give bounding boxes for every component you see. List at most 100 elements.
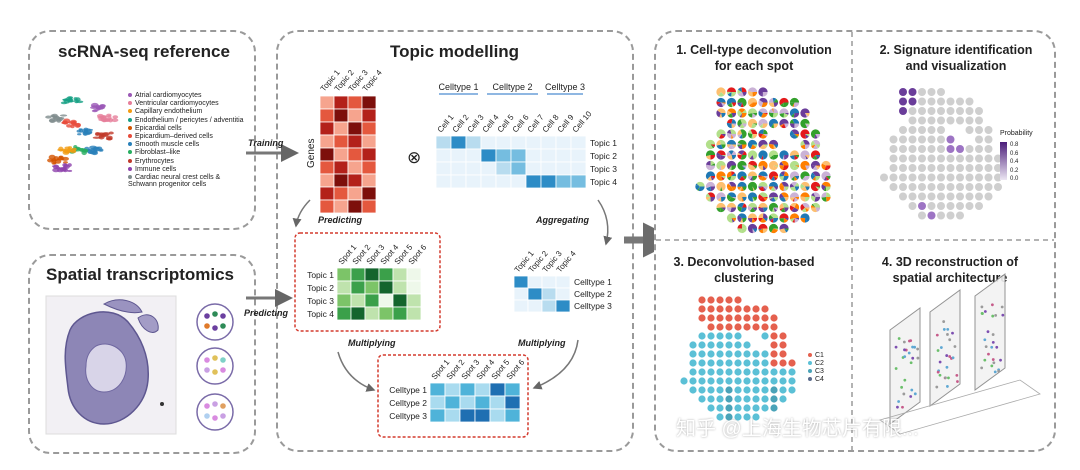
pie-slice: [759, 197, 766, 202]
pie-slice: [737, 144, 743, 150]
reconstruction-spot: [990, 303, 994, 307]
cluster-spot: [698, 368, 706, 376]
pie-slice: [789, 160, 800, 170]
pie-slice: [810, 140, 816, 146]
cluster-spot: [752, 377, 760, 385]
reconstruction-spot: [992, 361, 996, 365]
probability-spot: [975, 107, 983, 115]
probability-colorbar: [1000, 142, 1007, 180]
pie-slice: [761, 176, 767, 181]
pie-slice: [742, 176, 747, 180]
watermark: 知乎 @上海生物芯片有限...: [676, 418, 919, 440]
cluster-spot: [770, 395, 778, 403]
legend-label: Capillary endothelium: [135, 108, 203, 116]
pie-slice: [768, 108, 774, 113]
pie-slice: [726, 91, 732, 95]
probability-spot: [956, 154, 964, 163]
pie-slice: [719, 113, 723, 118]
pie-slice: [750, 129, 758, 134]
reconstruction-spot: [901, 405, 904, 409]
pie-slice: [721, 113, 726, 118]
cluster-spot: [743, 404, 751, 412]
pie-slice: [792, 197, 795, 202]
pie-slice: [731, 150, 737, 155]
cluster-spot: [698, 359, 706, 367]
pie-slice: [721, 186, 726, 191]
cluster-spot: [725, 395, 733, 403]
pie-slice: [758, 228, 763, 234]
pie-slice: [790, 218, 795, 223]
cluster-spot: [725, 413, 733, 421]
pie-slice: [737, 97, 747, 103]
legend-item: Epicardial cells: [128, 125, 182, 132]
cluster-spot: [770, 368, 778, 376]
cluster-spot: [752, 404, 760, 412]
pie-slice: [737, 92, 744, 97]
pie-slice: [742, 227, 747, 229]
probability-spot: [918, 164, 926, 172]
signature-title: 2. Signature identification and visualiz…: [879, 43, 1033, 73]
cluster-spot: [698, 314, 706, 322]
pie-slice: [773, 186, 779, 190]
pie-slice: [726, 202, 737, 208]
pie-slice: [779, 218, 784, 223]
pie-slice: [740, 129, 747, 134]
pie-slice: [716, 181, 726, 192]
pie-slice: [752, 197, 758, 201]
reconstruction-spot: [942, 320, 946, 323]
pie-slice: [763, 129, 768, 134]
pie-slice: [770, 186, 776, 192]
reconstruction-spot: [946, 385, 949, 388]
pie-slice: [773, 186, 777, 191]
pie-slice: [751, 218, 756, 223]
probability-spot: [899, 126, 907, 134]
pie-slice: [780, 207, 786, 213]
cluster-spot: [698, 332, 706, 340]
reconstruction-spot: [946, 333, 949, 336]
pie-slice: [717, 108, 726, 113]
pie-slice: [710, 176, 716, 179]
probability-tick: 0.4: [1010, 159, 1019, 165]
pie-slice: [752, 134, 758, 139]
pie-slice: [763, 165, 768, 169]
probability-spot: [975, 145, 983, 153]
legend-label: Immune cells: [135, 165, 177, 173]
pie-slice: [751, 134, 754, 139]
probability-spot: [889, 145, 898, 153]
deconvolution-title: 1. Cell-type deconvolution for each spot: [676, 43, 832, 73]
pie-slice: [772, 113, 779, 118]
cluster-spot: [734, 386, 742, 394]
pie-slice: [758, 186, 763, 189]
pie-slice: [789, 197, 795, 202]
pie-slice: [773, 144, 777, 150]
cluster-spot: [725, 377, 733, 385]
pie-slice: [826, 186, 831, 192]
legend-label: Ventricular cardiomyocytes: [135, 100, 219, 108]
pie-slice: [740, 155, 747, 160]
probability-spot: [975, 173, 983, 182]
legend-item: Smooth muscle cells: [128, 141, 199, 148]
pie-slice: [810, 129, 821, 139]
pie-slice: [758, 133, 763, 138]
pie-slice: [826, 176, 830, 181]
pie-slice: [738, 102, 742, 107]
pie-slice: [721, 134, 726, 137]
pie-slice: [720, 207, 725, 213]
pie-slice: [794, 176, 798, 181]
pie-slice: [728, 144, 733, 150]
reconstruction-spot: [942, 328, 946, 331]
pie-slice: [741, 223, 747, 229]
pie-slice: [719, 139, 726, 145]
cluster-spot: [770, 377, 778, 385]
probability-spot: [965, 145, 974, 153]
pie-slice: [826, 165, 831, 170]
cluster-spot: [770, 359, 778, 367]
pie-slice: [794, 197, 800, 200]
probability-spot: [889, 135, 898, 144]
pie-slice: [695, 183, 700, 187]
cluster-spot: [743, 341, 751, 349]
probability-spot: [965, 173, 974, 182]
probability-spot: [984, 145, 993, 153]
reconstruction-spot: [983, 310, 987, 313]
pie-slice: [782, 202, 789, 208]
